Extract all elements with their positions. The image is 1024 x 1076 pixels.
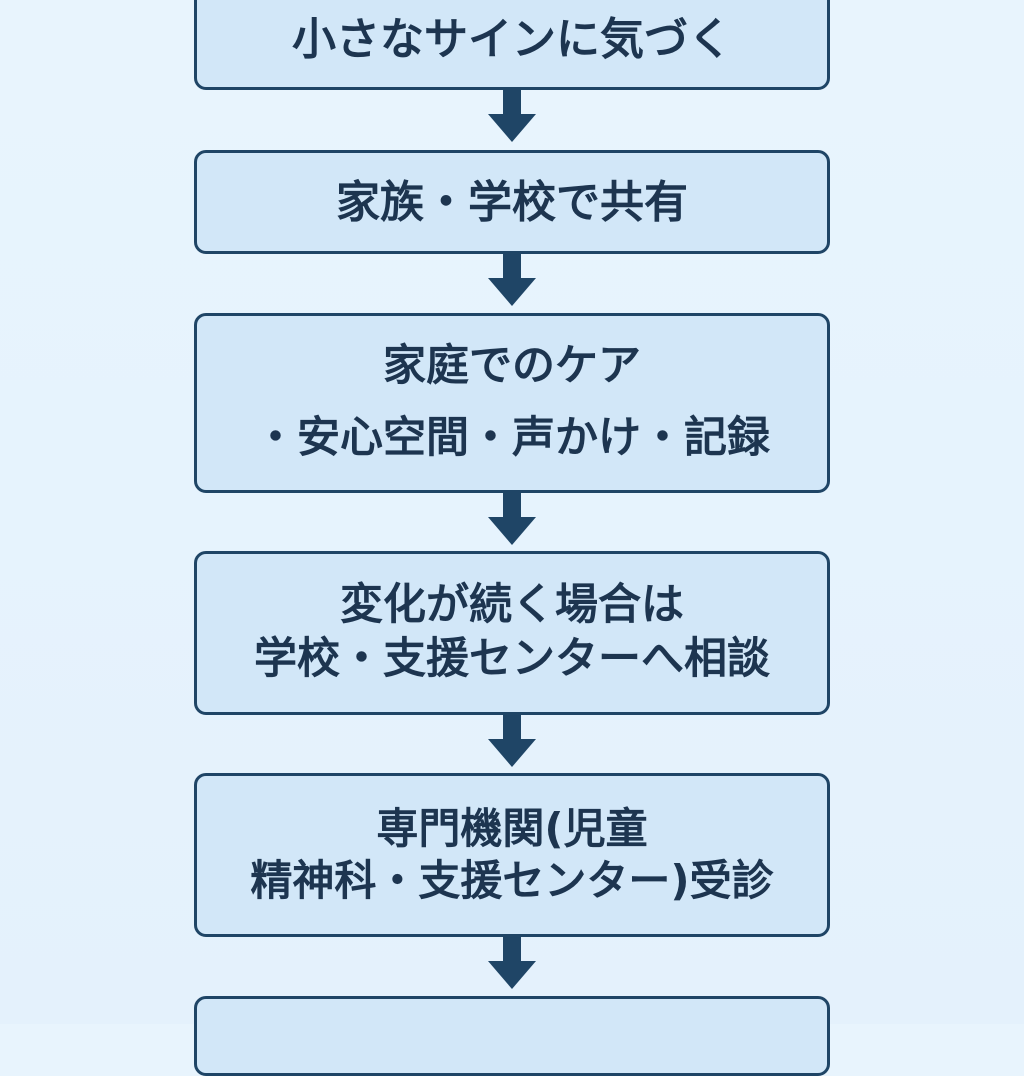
step-text: 専門機関(児童 (376, 803, 648, 853)
step-text: 家族・学校で共有 (336, 176, 688, 228)
step-text: ・安心空間・声かけ・記録 (254, 413, 770, 463)
step-text: 家庭でのケア (383, 341, 641, 392)
step-consult-school-center: 変化が続く場合は 学校・支援センターへ相談 (194, 551, 830, 715)
down-arrow-icon (488, 715, 536, 767)
step-notice-signs: 小さなサインに気づく (194, 0, 830, 90)
down-arrow-icon (488, 254, 536, 306)
step-specialist-visit: 専門機関(児童 精神科・支援センター)受診 (194, 773, 830, 937)
step-share-family-school: 家族・学校で共有 (194, 150, 830, 254)
down-arrow-icon (488, 90, 536, 142)
step-text: 精神科・支援センター)受診 (250, 856, 774, 905)
down-arrow-icon (488, 493, 536, 545)
step-text: 変化が続く場合は (340, 580, 684, 631)
step-text: 学校・支援センターへ相談 (254, 634, 770, 684)
down-arrow-icon (488, 937, 536, 989)
flowchart: 小さなサインに気づく 家族・学校で共有 家庭でのケア ・安心空間・声かけ・記録 … (194, 0, 830, 1076)
step-home-care: 家庭でのケア ・安心空間・声かけ・記録 (194, 313, 830, 493)
step-next-cut-off (194, 996, 830, 1076)
step-text: 小さなサインに気づく (292, 13, 732, 65)
